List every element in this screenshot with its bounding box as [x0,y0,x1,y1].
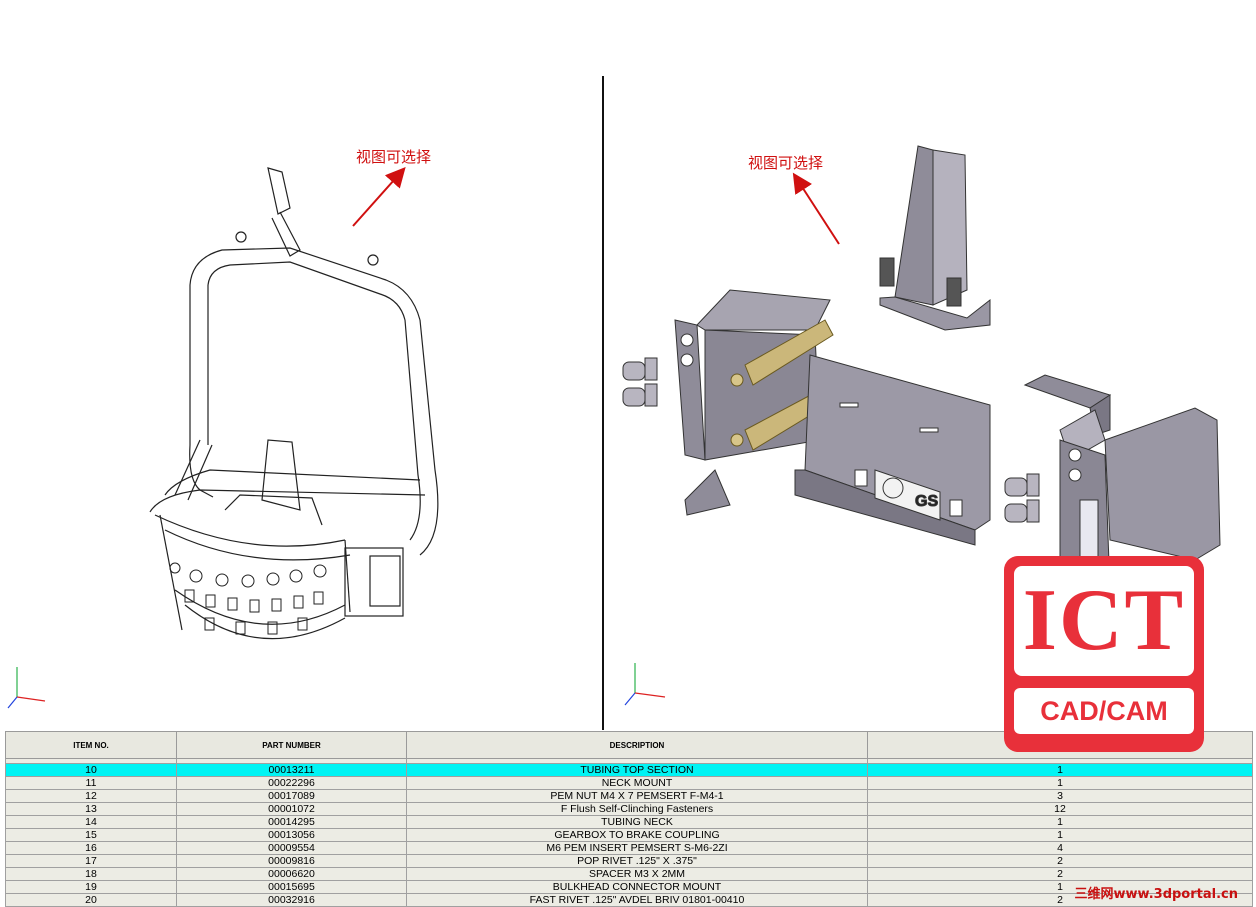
bom-cell-desc: TUBING NECK [406,815,868,829]
bom-cell-qty: 2 [867,854,1253,868]
bom-cell-part: 00009816 [176,854,407,868]
bom-row[interactable]: 13 00001072 F Flush Self-Clinching Faste… [5,802,1253,816]
bom-spacer-row [5,758,1253,764]
col-header-item-no[interactable]: ITEM NO. [5,731,177,759]
bom-cell-part: 00015695 [176,880,407,894]
bom-cell-qty: 2 [867,867,1253,881]
bom-cell-desc: SPACER M3 X 2MM [406,867,868,881]
axis-triad-right [624,663,666,706]
site-watermark: 三维网www.3dportal.cn [1074,887,1238,902]
bom-cell-item: 19 [5,880,177,894]
bom-cell-part: 00022296 [176,776,407,790]
bulkhead-connector-mount [1023,374,1221,601]
bom-cell-desc: GEARBOX TO BRAKE COUPLING [406,828,868,842]
bom-row[interactable]: 11 00022296 NECK MOUNT 1 [5,776,1253,790]
bom-row[interactable]: 19 00015695 BULKHEAD CONNECTOR MOUNT 1 [5,880,1253,894]
bom-cell-qty: 1 [867,763,1253,777]
neck-mount-bracket [879,145,991,331]
bom-cell-part: 00013056 [176,828,407,842]
tubing-assembly-drawing[interactable] [0,0,602,730]
bom-cell-desc: TUBING TOP SECTION [406,763,868,777]
bill-of-materials-table[interactable]: ITEM NO. PART NUMBER DESCRIPTION QTY. 10… [5,731,1253,907]
bracket-exploded-drawing[interactable]: GS [605,0,1256,730]
annotation-arrow-left [352,167,406,227]
bom-cell-item: 20 [5,893,177,907]
bom-cell-desc: POP RIVET .125" X .375" [406,854,868,868]
bom-cell-qty: 1 [867,776,1253,790]
bom-cell-item: 11 [5,776,177,790]
bom-row[interactable]: 12 00017089 PEM NUT M4 X 7 PEMSERT F-M4-… [5,789,1253,803]
bom-row[interactable]: 17 00009816 POP RIVET .125" X .375" 2 [5,854,1253,868]
viewport-divider[interactable] [602,76,604,730]
annotation-arrow-right [792,172,840,245]
bom-cell-part: 00006620 [176,867,407,881]
annotation-left: 视图可选择 [356,148,432,166]
bom-cell-desc: BULKHEAD CONNECTOR MOUNT [406,880,868,894]
fittings-left [622,357,658,407]
bom-row[interactable]: 14 00014295 TUBING NECK 1 [5,815,1253,829]
bom-cell-item: 12 [5,789,177,803]
bom-row[interactable]: 15 00013056 GEARBOX TO BRAKE COUPLING 1 [5,828,1253,842]
col-header-part-number[interactable]: PART NUMBER [176,731,407,759]
bom-cell-item: 17 [5,854,177,868]
bom-cell-desc: NECK MOUNT [406,776,868,790]
annotation-right: 视图可选择 [748,154,824,172]
bom-cell-part: 00009554 [176,841,407,855]
bom-cell-part: 00013211 [176,763,407,777]
bom-cell-part: 00001072 [176,802,407,816]
logo-text-bottom: CAD/CAM [1014,688,1194,734]
bom-row[interactable]: 18 00006620 SPACER M3 X 2MM 2 [5,867,1253,881]
viewport-left[interactable]: 视图可选择 [0,0,602,730]
bom-cell-desc: F Flush Self-Clinching Fasteners [406,802,868,816]
bom-cell-part: 00032916 [176,893,407,907]
tube-frame [149,167,439,640]
bom-cell-part: 00017089 [176,789,407,803]
bom-row[interactable]: 20 00032916 FAST RIVET .125" AVDEL BRIV … [5,893,1253,907]
connector-plate: GS [794,354,991,546]
bom-cell-part: 00014295 [176,815,407,829]
bom-cell-item: 16 [5,841,177,855]
coupling-cylinders [730,319,834,451]
bom-cell-item: 10 [5,763,177,777]
bom-row[interactable]: 10 00013211 TUBING TOP SECTION 1 [5,763,1253,777]
logo-text-top: ICT [1014,566,1194,676]
bom-cell-item: 15 [5,828,177,842]
bom-header-row: ITEM NO. PART NUMBER DESCRIPTION QTY. [5,731,1253,759]
col-header-description[interactable]: DESCRIPTION [406,731,868,759]
bom-cell-item: 14 [5,815,177,829]
basket-holes [169,562,327,635]
bom-cell-qty: 1 [867,828,1253,842]
ict-cadcam-logo: ICT CAD/CAM [1004,556,1204,752]
fittings-right [1004,473,1040,523]
bom-cell-qty: 12 [867,802,1253,816]
svg-text:GS: GS [915,493,938,510]
gearbox-frame [674,289,831,516]
bom-cell-qty: 3 [867,789,1253,803]
bom-cell-qty: 1 [867,815,1253,829]
bom-cell-qty: 4 [867,841,1253,855]
bom-cell-item: 18 [5,867,177,881]
axis-triad-left [7,667,46,709]
bom-cell-desc: PEM NUT M4 X 7 PEMSERT F-M4-1 [406,789,868,803]
bom-cell-item: 13 [5,802,177,816]
bom-row[interactable]: 16 00009554 M6 PEM INSERT PEMSERT S-M6-2… [5,841,1253,855]
bom-cell-desc: FAST RIVET .125" AVDEL BRIV 01801-00410 [406,893,868,907]
bom-cell-desc: M6 PEM INSERT PEMSERT S-M6-2ZI [406,841,868,855]
